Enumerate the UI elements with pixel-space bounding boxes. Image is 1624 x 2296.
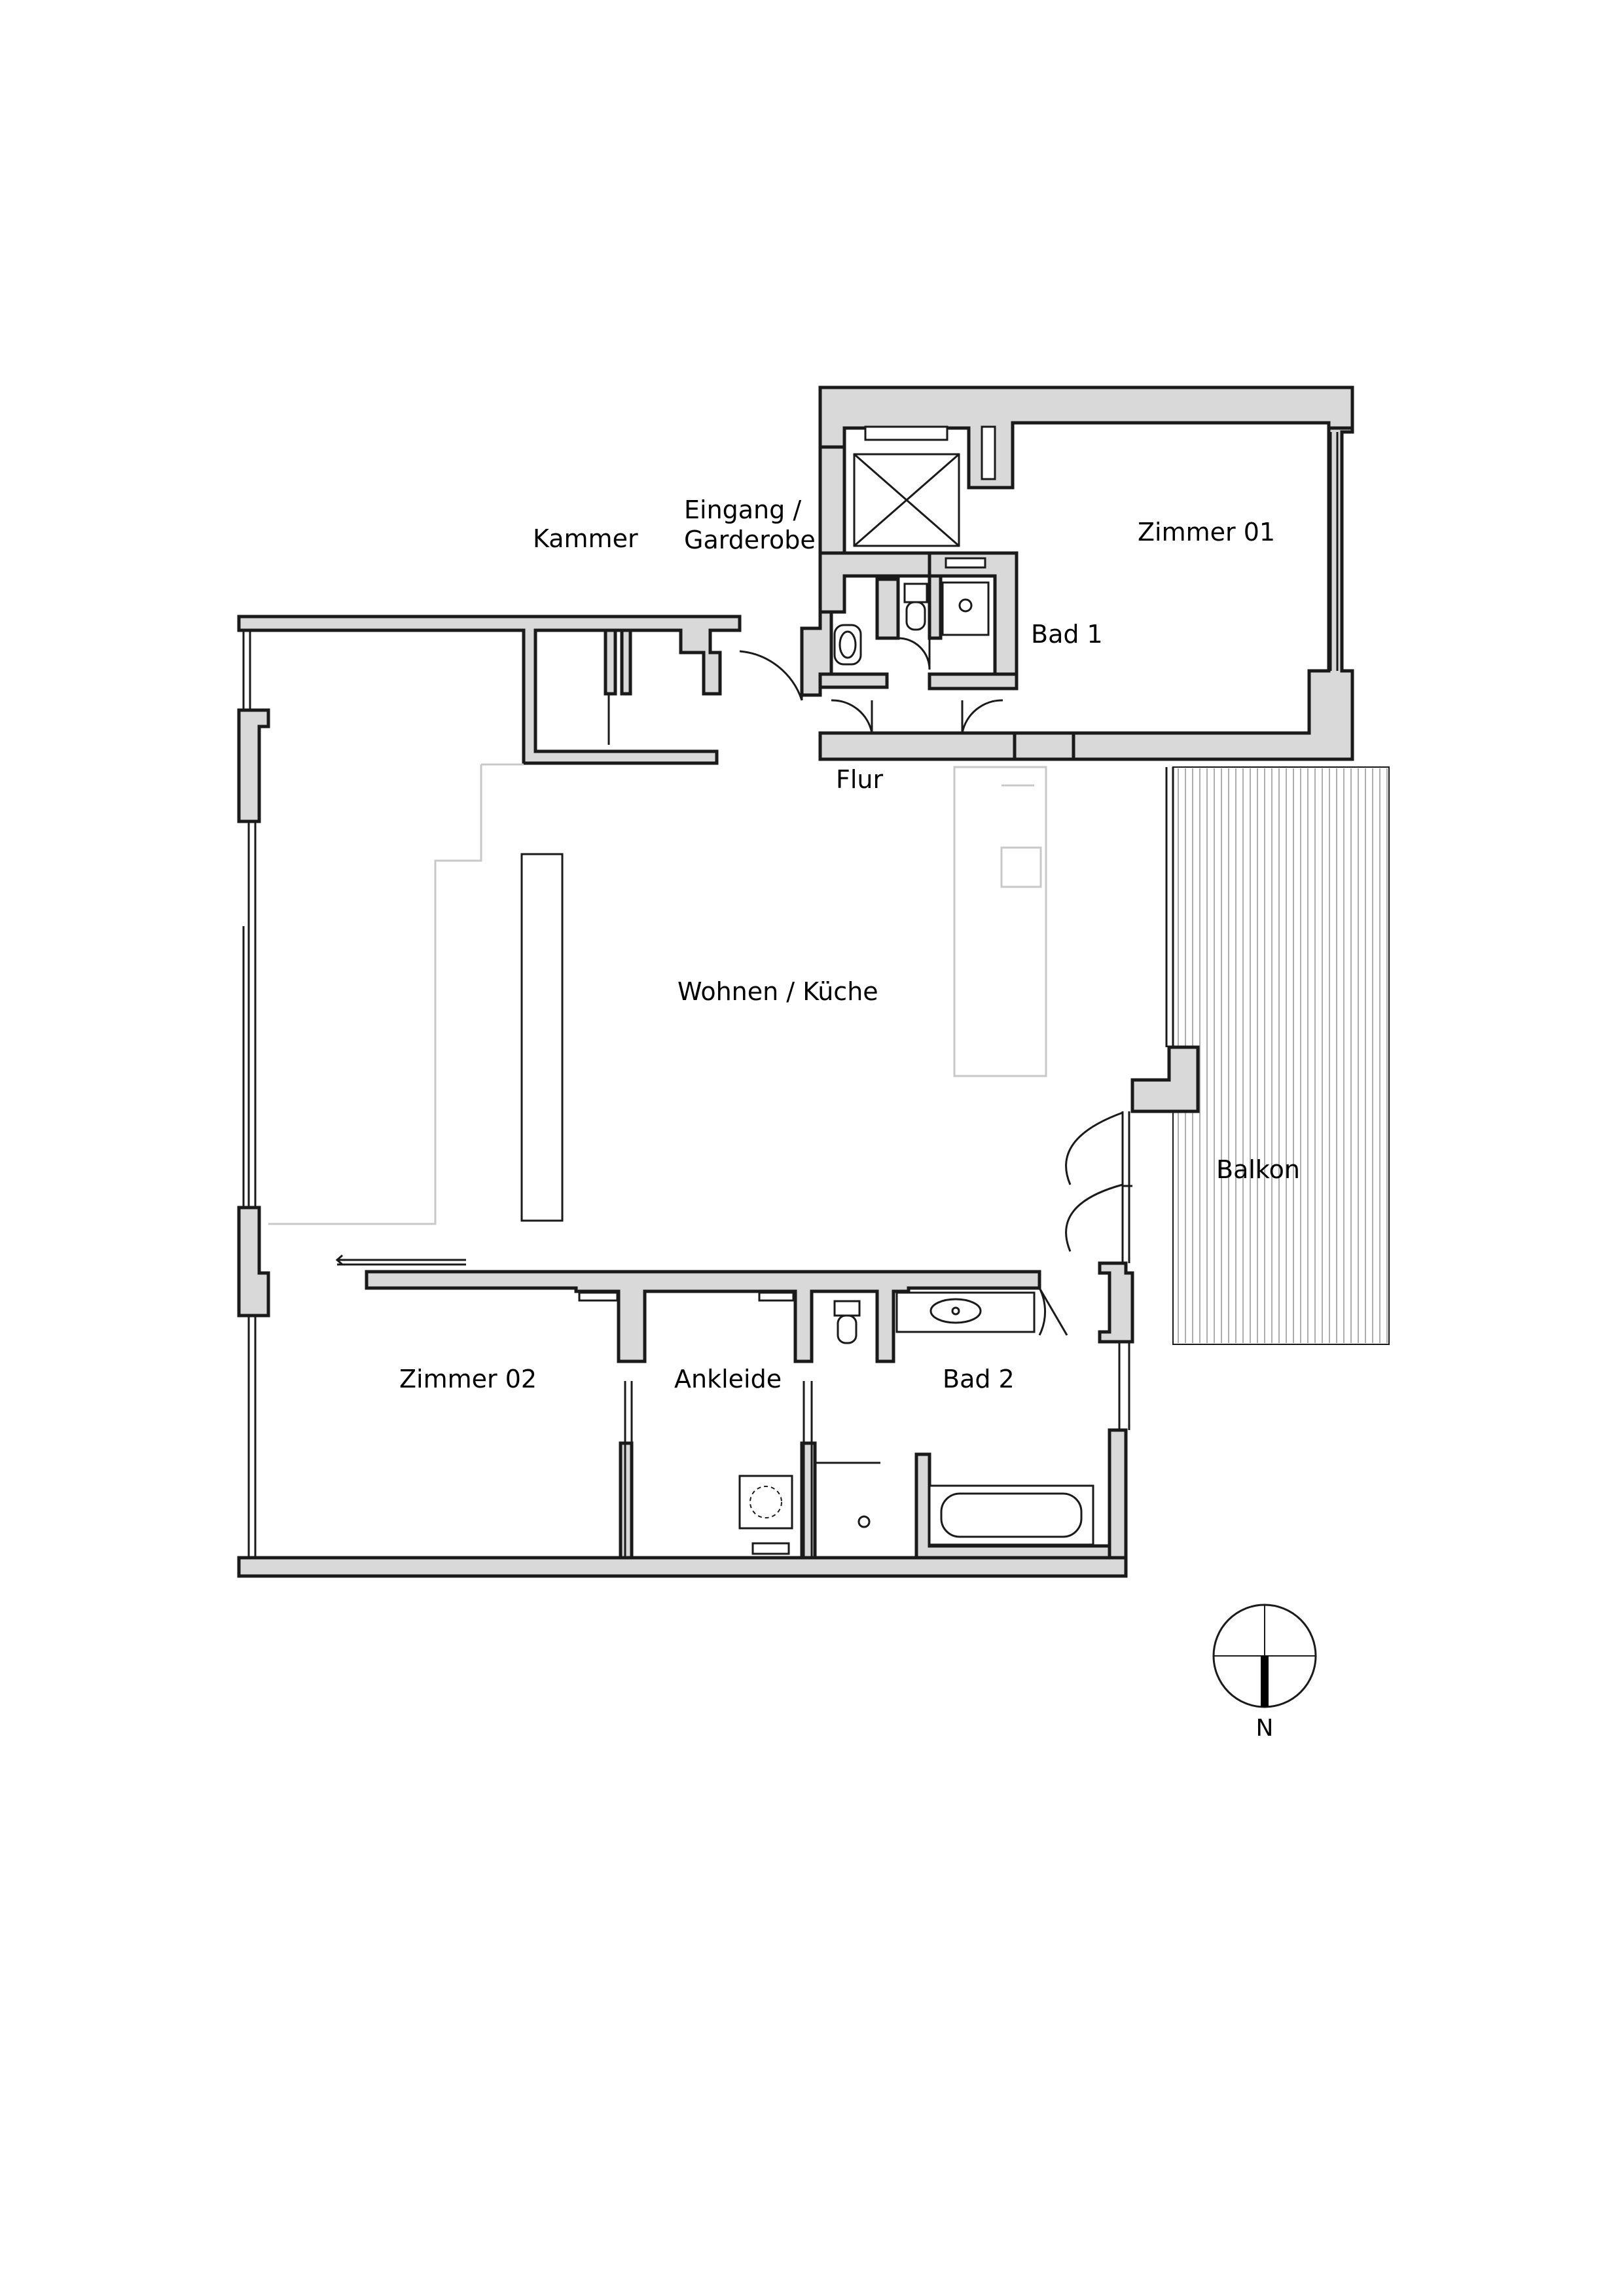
label-zimmer01: Zimmer 01 (1138, 518, 1275, 547)
wall-flur-bottom (818, 731, 1017, 761)
wall-left-pier-2 (237, 1206, 270, 1318)
label-ankleide: Ankleide (674, 1365, 782, 1393)
wall-interior-horizontal (365, 1270, 1041, 1363)
room-labels: Kammer Eingang / Garderobe Zimmer 01 Bad… (399, 495, 1300, 1393)
wall-top-main (237, 615, 742, 765)
lower-fixtures (578, 1287, 1094, 1558)
balcony-deck (1172, 766, 1390, 1345)
window-zimmer01 (1329, 432, 1339, 671)
wall-kammer-inner2 (620, 628, 632, 696)
north-arrow-label: N (1256, 1715, 1274, 1742)
wall-kammer-inner (604, 628, 617, 696)
wall-bottom (237, 1556, 1128, 1578)
wall-bad1-mid (928, 574, 943, 640)
wall-bad1-lower-right (928, 672, 1019, 691)
wall-balcony-pier (1130, 1045, 1200, 1113)
wall-flur-bottom-right (1013, 731, 1075, 761)
shower (853, 425, 996, 547)
label-bad2: Bad 2 (943, 1365, 1015, 1393)
wall-right-zimmer01 (1072, 426, 1354, 761)
balcony-doors (1065, 767, 1174, 1430)
main-walls (237, 615, 1200, 1578)
label-wohnen-kueche: Wohnen / Küche (677, 977, 878, 1006)
north-arrow: N (1212, 1604, 1317, 1742)
label-bad1: Bad 1 (1031, 620, 1103, 649)
label-zimmer02: Zimmer 02 (399, 1365, 537, 1393)
upper-module-walls (800, 386, 1354, 761)
wall-left-pier-1 (237, 708, 270, 823)
wall-bath-side (914, 1452, 1111, 1560)
bad1-fixtures (831, 557, 1003, 734)
label-garderobe: Garderobe (684, 526, 816, 554)
label-kammer: Kammer (533, 524, 638, 553)
wall-bad1-bottom-left (818, 672, 889, 689)
windows-left (242, 630, 257, 1558)
wall-right-pier (1098, 1261, 1134, 1344)
wall-left-shower (818, 445, 846, 555)
entrance-doors (607, 630, 803, 745)
living-furniture (268, 763, 1047, 1266)
label-balkon: Balkon (1216, 1155, 1300, 1184)
label-eingang: Eingang / (684, 495, 801, 524)
wall-right-lower (1108, 1428, 1128, 1560)
label-flur: Flur (836, 765, 883, 794)
north-arrow-pointer-icon (1261, 1656, 1269, 1707)
wall-bad1-divider (875, 577, 900, 640)
